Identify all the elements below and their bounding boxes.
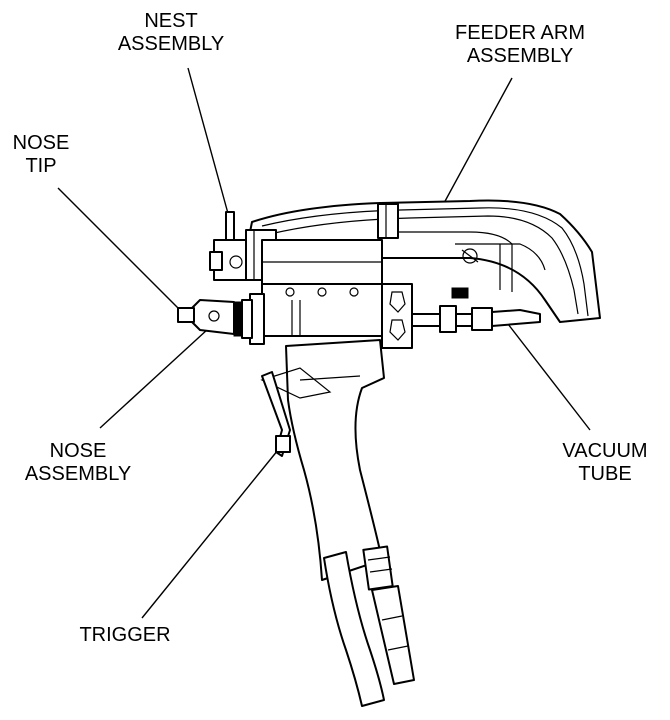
leader-nose-tip (57, 187, 181, 311)
label-vacuum-tube: VACUUM TUBE (550, 440, 660, 486)
label-nest-assembly-line2: ASSEMBLY (117, 33, 225, 55)
leader-trigger (141, 449, 279, 619)
leader-nest-assembly (187, 67, 233, 229)
label-feeder-arm-assembly: FEEDER ARM ASSEMBLY (420, 22, 620, 68)
air-hoses (323, 545, 415, 707)
label-trigger-line1: TRIGGER (79, 624, 171, 646)
label-nose-tip-line2: TIP (25, 155, 57, 177)
trigger (261, 371, 291, 457)
label-nose-assembly-line2: ASSEMBLY (24, 463, 132, 485)
label-feeder-arm-line2: ASSEMBLY (466, 45, 574, 67)
handle (260, 339, 385, 581)
label-nose-assembly-line1: NOSE (49, 440, 107, 462)
feeder-arm (249, 199, 601, 323)
leader-vacuum-tube (507, 323, 591, 431)
nose-assembly (191, 293, 265, 345)
label-nose-tip-line1: NOSE (12, 132, 70, 154)
vacuum-tube-fitting (411, 305, 541, 333)
label-nest-assembly: NEST ASSEMBLY (86, 10, 256, 56)
label-feeder-arm-line1: FEEDER ARM (454, 22, 586, 44)
label-nose-tip: NOSE TIP (0, 132, 86, 178)
label-nest-assembly-line1: NEST (144, 10, 198, 32)
label-vacuum-tube-line2: TUBE (578, 463, 632, 485)
leader-nose-assembly (99, 317, 221, 429)
label-nose-assembly: NOSE ASSEMBLY (8, 440, 148, 486)
nose-tip (177, 307, 195, 323)
label-vacuum-tube-line1: VACUUM (562, 440, 648, 462)
label-trigger: TRIGGER (50, 624, 200, 647)
